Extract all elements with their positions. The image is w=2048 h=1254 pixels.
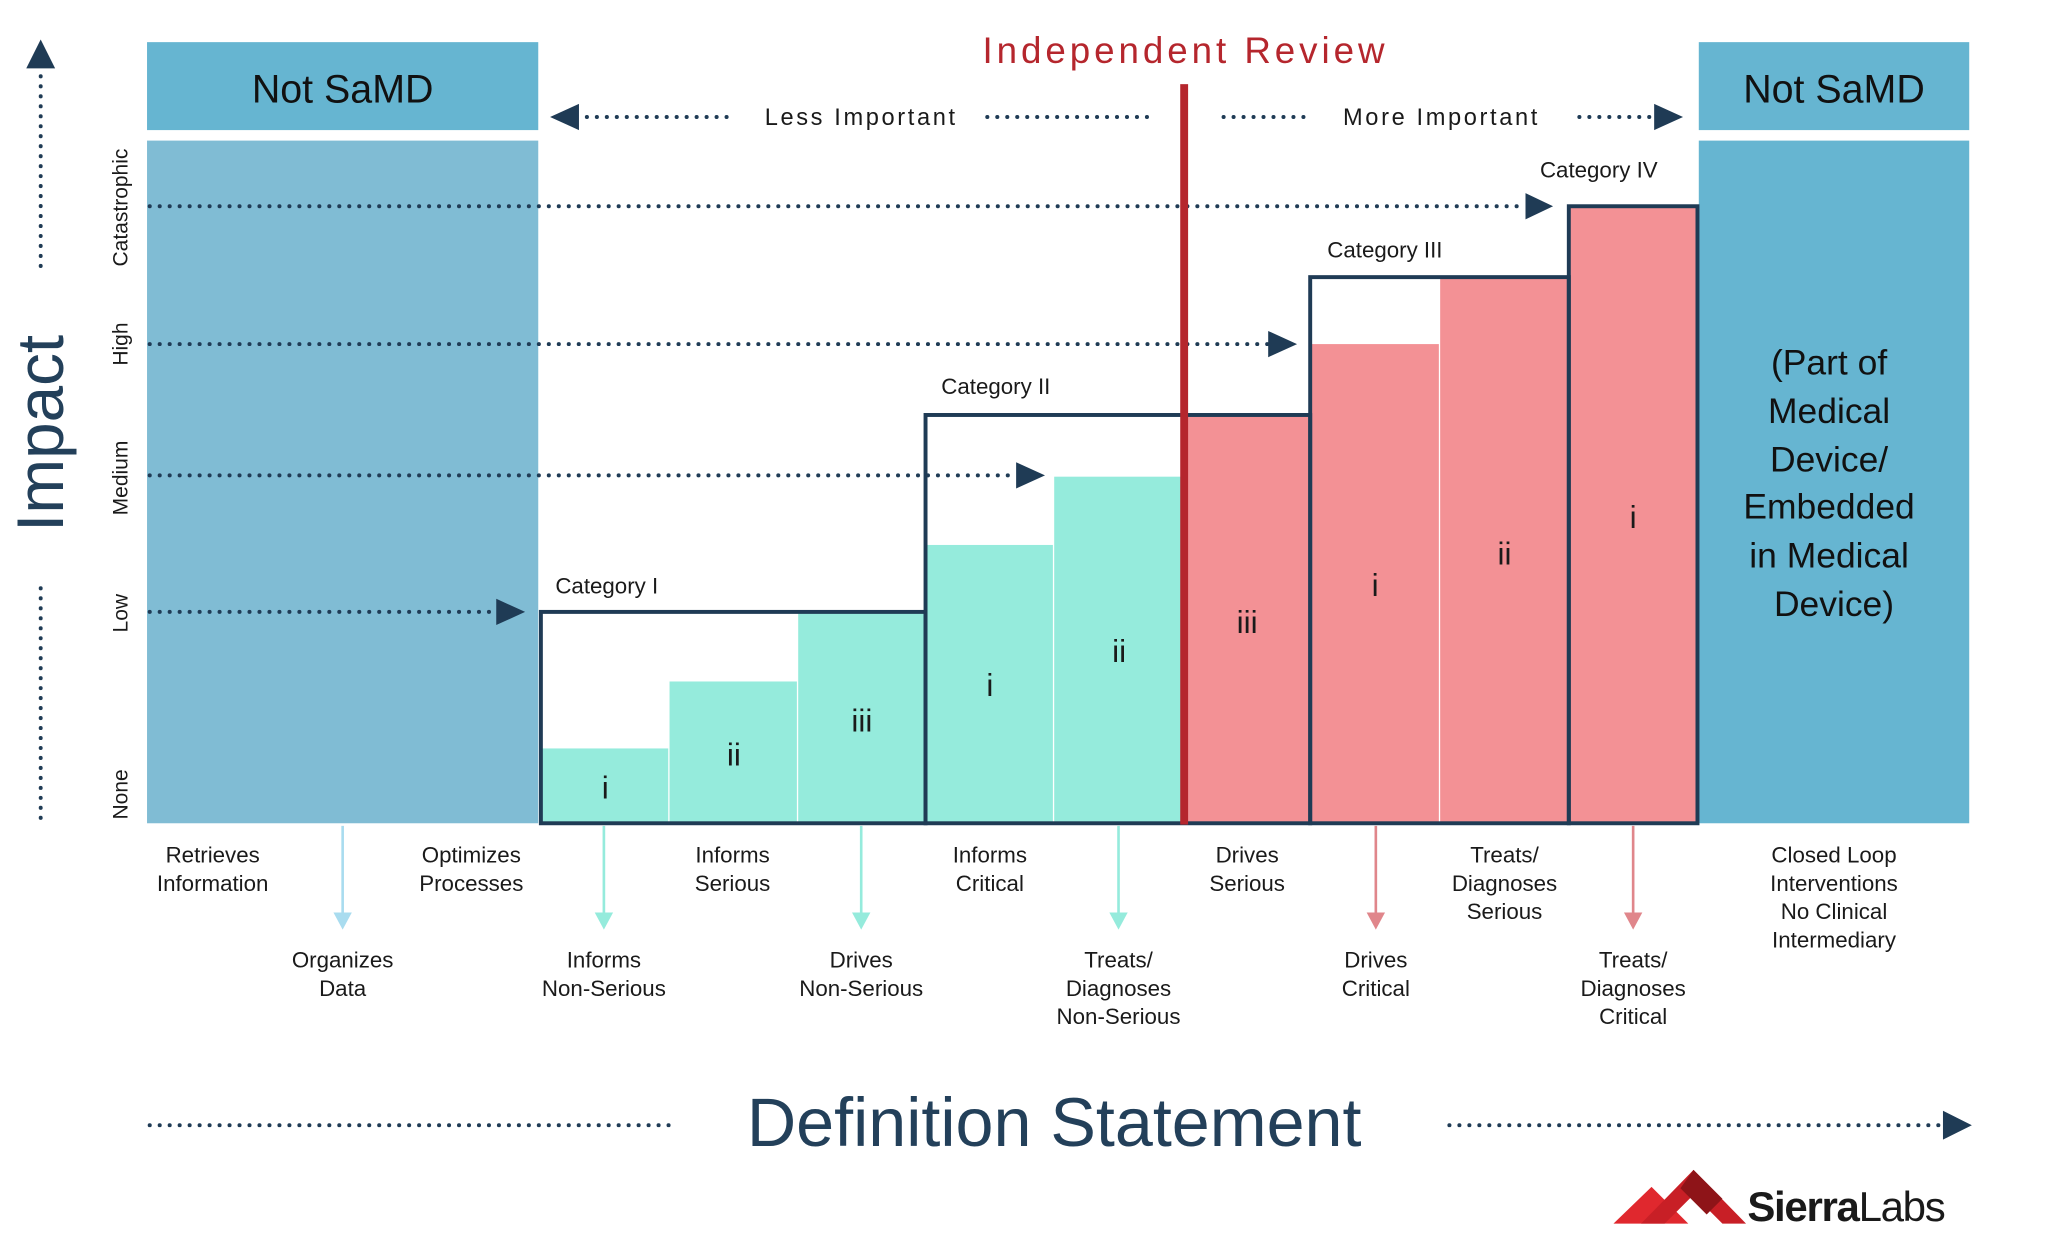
- arrow-up-icon: [26, 39, 56, 69]
- bar-numeral: ii: [1497, 536, 1511, 572]
- arrow-down-icon: [1109, 912, 1128, 930]
- impact-axis-title: Impact: [4, 335, 77, 532]
- bar-category-ii-iii: [1184, 414, 1309, 824]
- bar-category-i-ii: [669, 681, 797, 824]
- definition-statement-axis-title: Definition Statement: [747, 1085, 1362, 1161]
- impact-level-medium: Medium: [109, 441, 132, 516]
- bar-numeral: i: [1630, 499, 1637, 535]
- arrow-down-icon: [1623, 912, 1643, 930]
- bar-category-iv-i: [1568, 206, 1697, 824]
- arrow-right-icon: [1654, 103, 1684, 131]
- bar-numeral: i: [986, 667, 993, 703]
- embedded-device-note: (Part of Medical Device/ Embedded in Med…: [1743, 342, 1924, 624]
- more-important-label: More Important: [1343, 105, 1540, 131]
- arrow-right-icon: [1525, 193, 1554, 220]
- bar-numeral: i: [1372, 567, 1379, 603]
- arrow-right-icon: [1268, 330, 1298, 358]
- sierralabs-logo: SierraLabs: [1613, 1169, 1946, 1230]
- category-i-label: Category I: [555, 574, 658, 599]
- bar-numeral: iii: [1237, 604, 1258, 640]
- bar-numeral: i: [602, 769, 609, 805]
- impact-level-low: Low: [109, 593, 132, 632]
- arrow-right-icon: [1942, 1110, 1972, 1140]
- arrow-right-icon: [1016, 462, 1046, 489]
- arrow-down-icon: [594, 912, 614, 930]
- not-samd-right-body: [1698, 140, 1970, 824]
- category-outlines: [538, 204, 1700, 826]
- arrow-down-icon: [1366, 912, 1386, 930]
- bar-category-i-i: [540, 748, 669, 824]
- category-ii-label: Category II: [941, 374, 1050, 399]
- category-iii-label: Category III: [1327, 237, 1442, 262]
- impact-level-none: None: [109, 769, 132, 819]
- impact-level-catastrophic: Catastrophic: [109, 149, 132, 267]
- bar-category-iii-ii: [1440, 278, 1568, 824]
- category-iv-outline: [1566, 204, 1700, 826]
- bar-numeral: ii: [1112, 633, 1126, 669]
- impact-level-guides: [147, 193, 1554, 626]
- arrow-right-icon: [496, 598, 526, 626]
- arrow-left-icon: [550, 103, 579, 131]
- independent-review-title: Independent Review: [982, 30, 1388, 71]
- bar-category-ii-ii: [1054, 476, 1183, 824]
- not-samd-right-header: [1698, 42, 1970, 131]
- not-samd-left-body: [147, 140, 539, 824]
- category-iv-label: Category IV: [1540, 157, 1658, 182]
- bar-category-i-iii: [798, 613, 925, 824]
- arrow-down-icon: [852, 912, 871, 930]
- bar-category-ii-i: [925, 544, 1053, 824]
- less-important-label: Less Important: [765, 105, 958, 131]
- bar-category-iii-i: [1310, 344, 1439, 824]
- svg-text:SierraLabs: SierraLabs: [1747, 1183, 1944, 1230]
- not-samd-right-label: Not SaMD: [1743, 68, 1925, 112]
- arrow-down-icon: [333, 912, 352, 930]
- impact-level-high: High: [109, 322, 132, 365]
- not-samd-left-header: [147, 42, 539, 131]
- not-samd-left-label: Not SaMD: [252, 68, 434, 112]
- bar-numeral: iii: [851, 702, 872, 738]
- bar-numeral: ii: [727, 737, 741, 773]
- independent-review-line: [1180, 84, 1189, 825]
